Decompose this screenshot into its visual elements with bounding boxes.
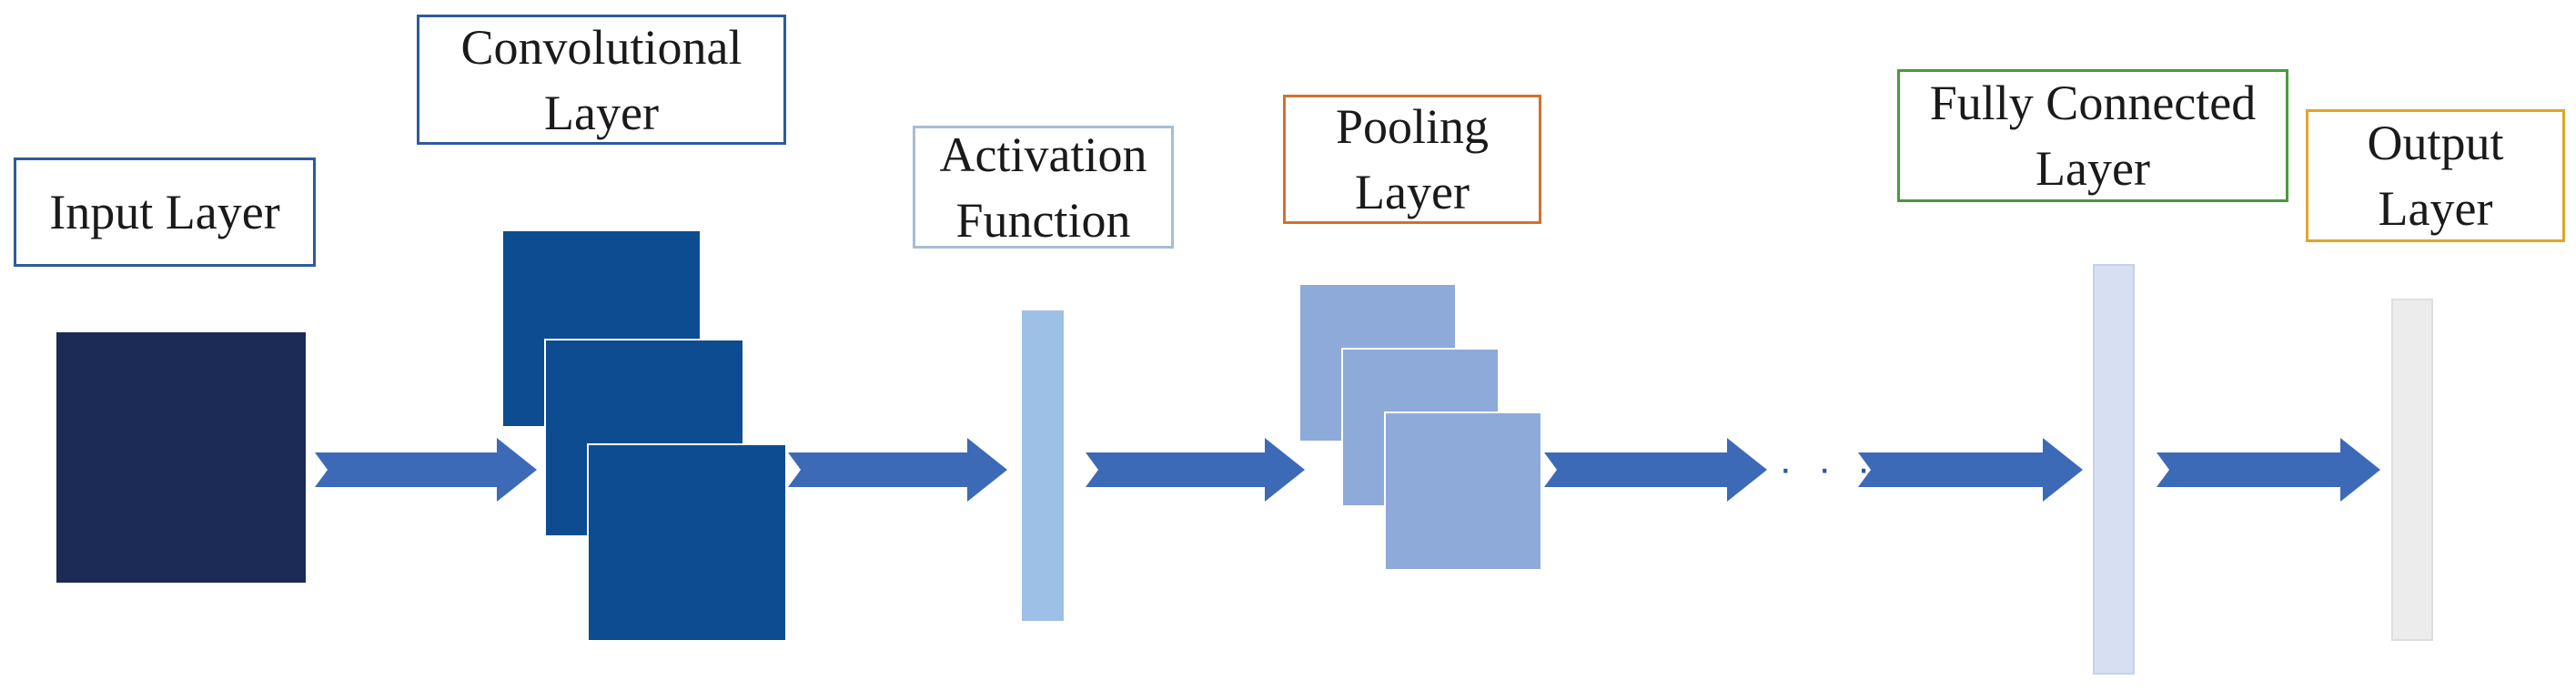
conv-feature-map-3: [587, 443, 787, 642]
ellipsis: · · ·: [1779, 446, 1878, 491]
arrow-conv-to-activation: [788, 438, 1007, 502]
activation-function-label-line2: Function: [955, 192, 1131, 248]
pooling-layer-label-line1: Pooling: [1335, 99, 1490, 154]
activation-bar: [1022, 310, 1064, 621]
fully-connected-layer-label-line1: Fully Connected: [1929, 76, 2257, 130]
pooling-layer-label-line2: Layer: [1355, 165, 1470, 219]
pooling-layer-label: Pooling Layer: [1283, 95, 1541, 224]
output-layer-label: Output Layer: [2306, 109, 2565, 242]
output-layer-label-line2: Layer: [2378, 181, 2493, 236]
activation-function-label: Activation Function: [913, 126, 1174, 249]
arrow-ellipsis-to-fc: [1858, 438, 2083, 502]
convolutional-layer-label: Convolutional Layer: [417, 15, 786, 145]
arrow-pooling-to-ellipsis: [1544, 438, 1767, 502]
fully-connected-bar: [2093, 264, 2135, 675]
arrow-activation-to-pooling: [1086, 438, 1305, 502]
fully-connected-layer-label: Fully Connected Layer: [1897, 69, 2288, 202]
fully-connected-layer-label-line2: Layer: [2036, 141, 2150, 196]
input-layer-label-line1: Input Layer: [49, 185, 280, 239]
arrow-fc-to-output: [2157, 438, 2380, 502]
activation-function-label-line1: Activation: [939, 127, 1147, 182]
pool-feature-map-3: [1384, 412, 1542, 571]
output-bar: [2391, 299, 2433, 641]
convolutional-layer-label-line1: Convolutional: [460, 19, 742, 75]
input-layer-label: Input Layer: [14, 158, 316, 267]
output-layer-label-line1: Output: [2367, 116, 2504, 170]
convolutional-layer-label-line2: Layer: [544, 85, 659, 140]
input-block: [56, 332, 306, 583]
arrow-input-to-conv: [315, 438, 537, 502]
